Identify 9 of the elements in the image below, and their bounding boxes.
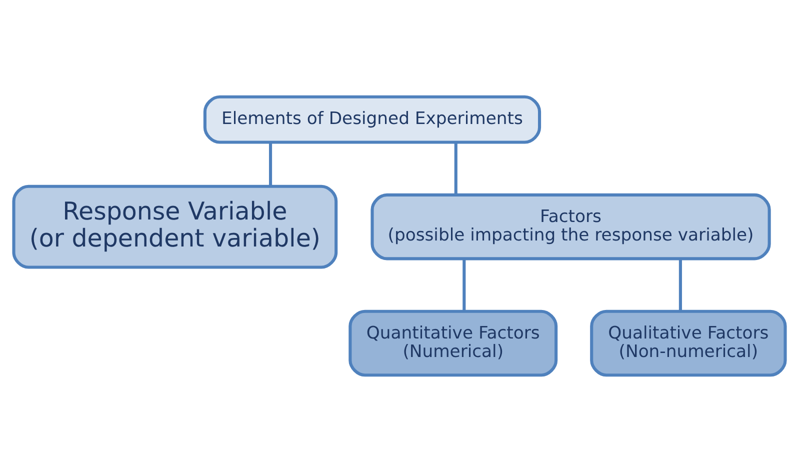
connector (454, 142, 458, 194)
node-box: Quantitative Factors (Numerical) (348, 309, 558, 376)
connector (678, 258, 682, 311)
node-box: Factors (possible impacting the response variable) (370, 192, 771, 260)
connector (462, 258, 466, 311)
node-box: Response Variable (or dependent variable) (12, 184, 338, 268)
connector (268, 142, 272, 186)
node-box: Qualitative Factors (Non-numerical) (590, 309, 787, 376)
node-box: Elements of Designed Experiments (203, 94, 542, 144)
